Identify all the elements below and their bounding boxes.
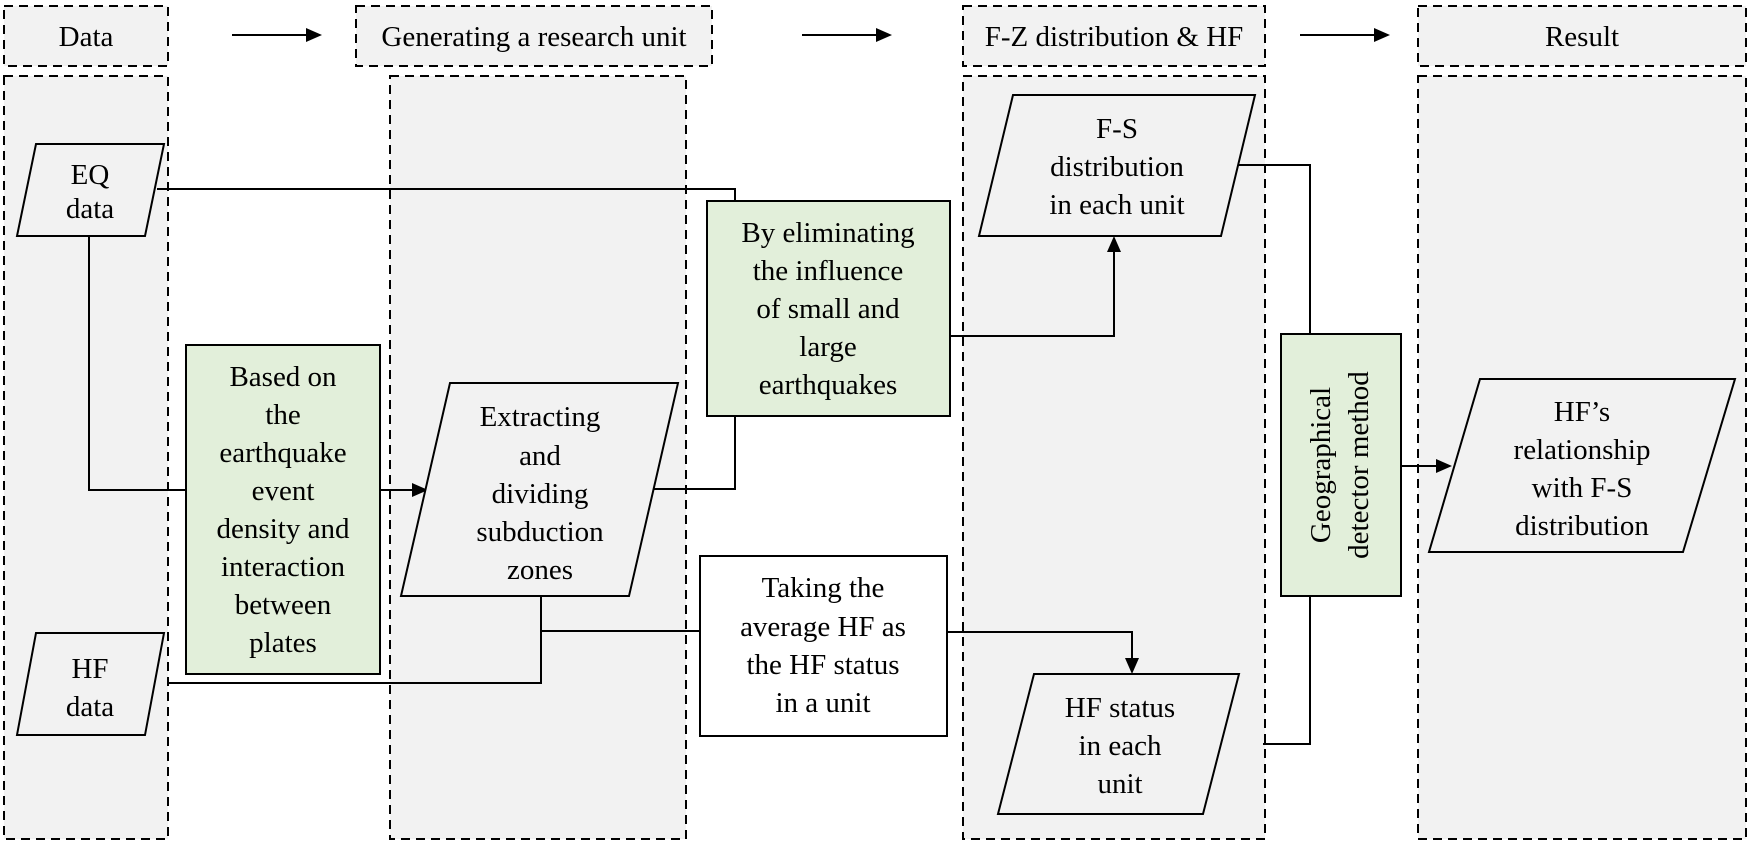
fs-distribution-node	[977, 94, 1257, 237]
based-on-line-8: plates	[249, 627, 317, 659]
header-arrow-1	[232, 28, 322, 42]
connectors	[88, 164, 1452, 745]
header-fz: F-Z distribution & HF	[985, 21, 1244, 53]
fs-distribution-line-3: in each unit	[1049, 189, 1184, 221]
based-on-line-7: between	[235, 589, 332, 621]
eq-data-line-1: EQ	[71, 159, 110, 191]
extracting-line-3: dividing	[492, 478, 589, 510]
based-on-line-3: earthquake	[219, 437, 346, 469]
eliminating-line-1: By eliminating	[741, 217, 914, 249]
based-on-line-2: the	[265, 399, 300, 431]
taking-average-line-3: the HF status	[746, 649, 899, 681]
relationship-node	[1427, 378, 1737, 553]
eliminating-node	[706, 200, 951, 417]
geo-detector-line-2: detector method	[1343, 371, 1375, 559]
based-on-node	[185, 344, 381, 675]
extracting-line-5: zones	[507, 554, 573, 586]
based-on-line-4: event	[252, 475, 315, 507]
eliminating-line-5: earthquakes	[759, 369, 898, 401]
hf-data-node	[15, 632, 166, 736]
fs-distribution-line-1: F-S	[1096, 113, 1138, 145]
taking-average-line-2: average HF as	[740, 611, 906, 643]
header-fz-box	[962, 5, 1266, 67]
taking-average-line-4: in a unit	[775, 687, 870, 719]
hf-status-line-1: HF status	[1065, 692, 1175, 724]
header-data-box	[3, 5, 169, 67]
header-generating: Generating a research unit	[381, 21, 686, 53]
header-generating-box	[355, 5, 713, 67]
extracting-line-1: Extracting	[480, 401, 601, 433]
header-arrow-2	[802, 28, 892, 42]
relationship-line-1: HF’s	[1554, 396, 1610, 428]
eliminating-line-2: the influence	[753, 255, 904, 287]
extracting-node	[399, 382, 680, 597]
relationship-line-3: with F-S	[1532, 472, 1633, 504]
based-on-line-6: interaction	[221, 551, 346, 583]
header-result: Result	[1545, 21, 1619, 53]
hf-status-line-3: unit	[1097, 768, 1142, 800]
geo-detector-node	[1280, 333, 1402, 597]
header-arrow-3	[1300, 28, 1390, 42]
header-data: Data	[59, 21, 114, 53]
eliminating-line-4: large	[799, 331, 856, 363]
hf-status-line-2: in each	[1079, 730, 1162, 762]
header-result-box	[1417, 5, 1747, 67]
hf-data-line-1: HF	[71, 653, 108, 685]
eliminating-line-3: of small and	[756, 293, 900, 325]
hf-status-node	[996, 673, 1241, 815]
based-on-line-1: Based on	[229, 361, 337, 393]
relationship-line-4: distribution	[1515, 510, 1649, 542]
taking-average-node	[699, 555, 948, 737]
geo-detector-line-1: Geographical	[1305, 387, 1337, 543]
fs-distribution-line-2: distribution	[1050, 151, 1184, 183]
extracting-line-2: and	[519, 440, 561, 472]
taking-average-line-1: Taking the	[762, 572, 885, 604]
eq-data-node	[15, 143, 166, 237]
eq-data-line-2: data	[66, 193, 114, 225]
extracting-line-4: subduction	[476, 516, 604, 548]
hf-data-line-2: data	[66, 691, 114, 723]
based-on-line-5: density and	[217, 513, 350, 545]
relationship-line-2: relationship	[1514, 434, 1651, 466]
